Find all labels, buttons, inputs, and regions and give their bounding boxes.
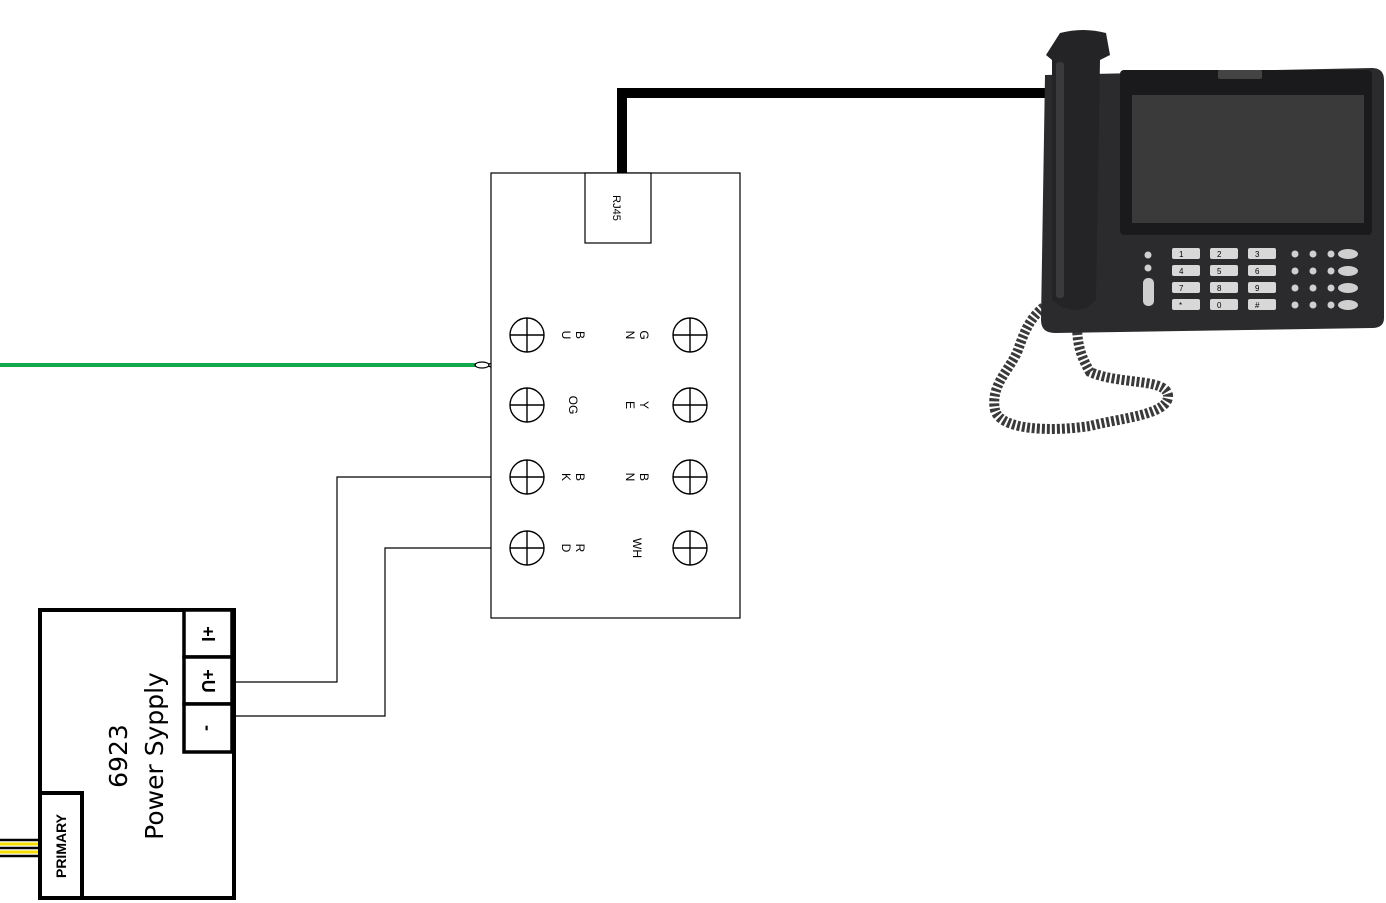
svg-text:5: 5 bbox=[1217, 267, 1222, 276]
left-terminal-label-4: RD bbox=[559, 544, 587, 553]
phone-soft-key bbox=[1338, 266, 1358, 276]
left-terminal-label-2: OG bbox=[566, 396, 580, 415]
right-terminal-labels: GN YE BN WH bbox=[623, 330, 651, 558]
left-terminal-3 bbox=[509, 459, 545, 495]
phone-key-12: # bbox=[1248, 299, 1276, 310]
svg-text:0: 0 bbox=[1217, 301, 1222, 310]
terminal-plus-u-label: +U bbox=[198, 669, 218, 693]
left-terminal-label-1: BU bbox=[559, 331, 587, 340]
left-terminal-4 bbox=[509, 530, 545, 566]
right-terminal-label-1: GN bbox=[623, 330, 651, 339]
rj45-jack bbox=[584, 172, 652, 244]
right-terminal-column bbox=[672, 317, 708, 566]
left-terminal-2 bbox=[509, 387, 545, 423]
terminal-minus-label: - bbox=[198, 725, 218, 731]
handset-highlight bbox=[1056, 62, 1064, 298]
left-terminal-column bbox=[509, 317, 545, 566]
svg-text:8: 8 bbox=[1217, 284, 1222, 293]
phone-camera-bar bbox=[1218, 70, 1262, 79]
left-terminal-labels: BU OG BK RD bbox=[559, 331, 587, 553]
phone-function-dot bbox=[1291, 301, 1299, 309]
phone-function-dot bbox=[1291, 284, 1299, 292]
right-terminal-1 bbox=[672, 317, 708, 353]
phone-function-dot bbox=[1309, 301, 1317, 309]
phone-key-4: 4 bbox=[1172, 265, 1200, 276]
rj45-label: RJ45 bbox=[610, 195, 622, 221]
phone-key-1: 1 bbox=[1172, 248, 1200, 259]
phone-function-dot bbox=[1309, 267, 1317, 275]
svg-text:1: 1 bbox=[1179, 250, 1184, 259]
phone-side-dot bbox=[1144, 251, 1152, 259]
right-terminal-4 bbox=[672, 530, 708, 566]
phone-function-dot bbox=[1327, 267, 1335, 275]
terminal-plus-i-label: +I bbox=[198, 626, 218, 642]
phone-key-5: 5 bbox=[1210, 265, 1238, 276]
phone-screen bbox=[1132, 95, 1364, 223]
right-terminal-label-3: BN bbox=[623, 473, 651, 482]
phone-function-dot bbox=[1309, 284, 1317, 292]
supply-minus-wire bbox=[232, 547, 510, 717]
phone-function-dot bbox=[1309, 250, 1317, 258]
phone-function-dot bbox=[1327, 301, 1335, 309]
phone-key-10: * bbox=[1172, 299, 1200, 310]
phone-key-11: 0 bbox=[1210, 299, 1238, 310]
ip-desk-phone-icon: 1 2 3 4 5 6 7 8 9 * 0 # bbox=[989, 30, 1384, 434]
svg-text:2: 2 bbox=[1217, 250, 1222, 259]
right-terminal-label-2: YE bbox=[623, 401, 651, 409]
svg-text:3: 3 bbox=[1255, 250, 1260, 259]
green-wire-splice bbox=[474, 361, 490, 369]
svg-text:9: 9 bbox=[1255, 284, 1260, 293]
svg-text:7: 7 bbox=[1179, 284, 1184, 293]
svg-text:#: # bbox=[1255, 301, 1260, 310]
right-terminal-2 bbox=[672, 387, 708, 423]
phone-function-dot bbox=[1327, 284, 1335, 292]
phone-key-3: 3 bbox=[1248, 248, 1276, 259]
phone-key-8: 8 bbox=[1210, 282, 1238, 293]
phone-key-6: 6 bbox=[1248, 265, 1276, 276]
left-terminal-label-3: BK bbox=[559, 473, 587, 481]
phone-volume-key bbox=[1143, 278, 1154, 306]
phone-key-9: 9 bbox=[1248, 282, 1276, 293]
phone-keypad: 1 2 3 4 5 6 7 8 9 * 0 # bbox=[1143, 248, 1358, 310]
left-terminal-1 bbox=[509, 317, 545, 353]
svg-text:4: 4 bbox=[1179, 267, 1184, 276]
phone-soft-key bbox=[1338, 283, 1358, 293]
svg-text:6: 6 bbox=[1255, 267, 1260, 276]
right-terminal-3 bbox=[672, 459, 708, 495]
terminal-minus bbox=[182, 702, 234, 754]
phone-function-dot bbox=[1291, 250, 1299, 258]
phone-side-dot bbox=[1144, 264, 1152, 272]
primary-block bbox=[38, 791, 84, 900]
power-supply-model: 6923 bbox=[104, 724, 133, 788]
phone-function-dot bbox=[1327, 250, 1335, 258]
phone-soft-key bbox=[1338, 249, 1358, 259]
phone-cable bbox=[617, 88, 1062, 180]
right-terminal-label-4: WH bbox=[630, 538, 644, 558]
phone-function-dot bbox=[1291, 267, 1299, 275]
primary-label: PRIMARY bbox=[53, 813, 69, 878]
supply-plus-wire bbox=[232, 476, 510, 683]
phone-soft-key bbox=[1338, 300, 1358, 310]
svg-text:*: * bbox=[1179, 301, 1182, 310]
phone-cord bbox=[989, 302, 1173, 434]
power-supply-name: Power Sypply bbox=[140, 672, 169, 840]
phone-key-2: 2 bbox=[1210, 248, 1238, 259]
phone-key-7: 7 bbox=[1172, 282, 1200, 293]
